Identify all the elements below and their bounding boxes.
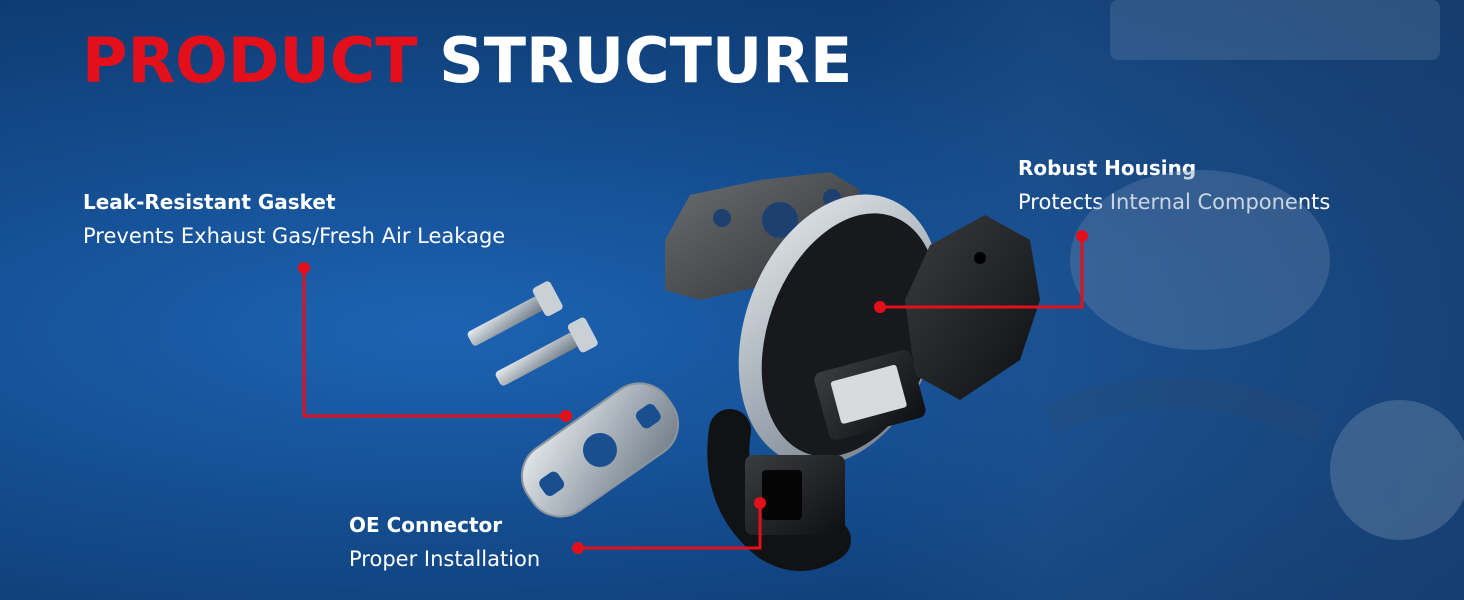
callout-gasket-subtitle: Prevents Exhaust Gas/Fresh Air Leakage — [83, 224, 506, 248]
engine-bay-hint — [1043, 0, 1464, 540]
callout-connector: OE Connector Proper Installation — [349, 513, 540, 572]
page-title: PRODUCT STRUCTURE — [82, 30, 852, 92]
callout-housing-title: Robust Housing — [1018, 156, 1197, 180]
callout-dots — [298, 230, 1088, 554]
gasket — [520, 382, 680, 518]
callout-housing: Robust Housing Protects Internal Compone… — [1018, 156, 1330, 215]
callout-connector-subtitle: Proper Installation — [349, 547, 541, 571]
callout-gasket: Leak-Resistant Gasket Prevents Exhaust G… — [83, 190, 505, 249]
egr-valve — [665, 172, 1040, 571]
mounting-bolts — [467, 281, 598, 386]
title-rest: STRUCTURE — [439, 24, 853, 97]
callout-gasket-title: Leak-Resistant Gasket — [83, 190, 336, 214]
callout-connector-title: OE Connector — [349, 513, 503, 537]
title-accent: PRODUCT — [82, 24, 418, 97]
callout-lines — [302, 236, 1084, 550]
callout-housing-subtitle: Protects Internal Components — [1018, 190, 1330, 214]
